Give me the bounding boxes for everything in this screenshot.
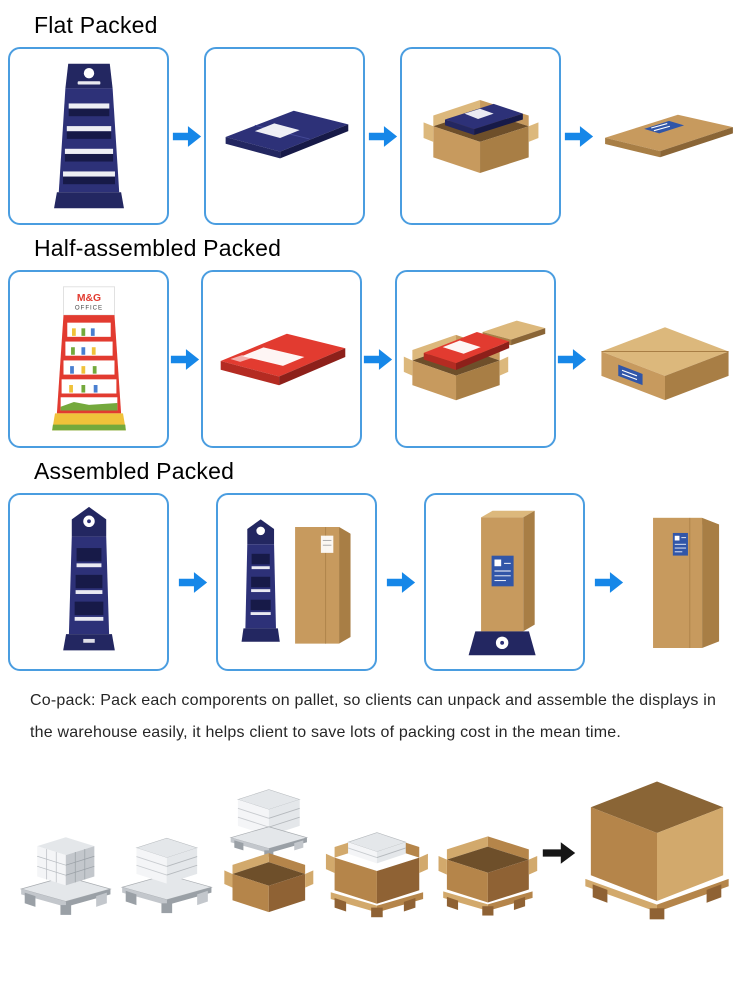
step-cell (588, 270, 742, 448)
closed-carton-illustration (601, 327, 729, 401)
right-arrow-icon (564, 125, 593, 147)
wrapped-flat-package-illustration (605, 114, 733, 158)
section-title-flat-packed: Flat Packed (34, 12, 158, 38)
step-cell (8, 493, 169, 671)
half-assembled-packed-row: M&G OFFICE (0, 270, 750, 448)
arrow-wrap (556, 347, 588, 372)
pallet-with-shelf-unit-illustration (19, 837, 112, 915)
right-arrow-icon (557, 348, 586, 370)
step-cell (216, 493, 377, 671)
packed-box-on-pallet-illustration (585, 781, 729, 920)
panels-in-open-carton-illustration (423, 99, 538, 173)
half-assembled-display-illustration: M&G OFFICE (51, 285, 126, 430)
copack-description: Co-pack: Pack each comporents on pallet,… (30, 685, 720, 749)
right-arrow-icon (594, 571, 623, 593)
step-cell (394, 270, 556, 448)
arrow-wrap (561, 124, 596, 149)
step-cell (400, 47, 561, 225)
mg-logo-text: M&G (76, 292, 100, 303)
boxed-display-with-label-illustration (468, 510, 536, 655)
section-title-assembled-packed: Assembled Packed (34, 458, 235, 484)
shrink-wrapped-flat-box-illustration (220, 333, 346, 386)
open-empty-box-illustration (438, 836, 538, 916)
copack-line-2: the warehouse easily, it helps client to… (30, 724, 622, 741)
step-cell (596, 47, 742, 225)
step-cell (632, 493, 742, 671)
step-cell (204, 47, 365, 225)
step-cell (201, 270, 363, 448)
right-arrow-icon (368, 125, 397, 147)
right-arrow-icon (171, 348, 200, 370)
arrow-wrap (362, 347, 394, 372)
flat-packed-row (0, 47, 750, 225)
right-arrow-icon (172, 125, 201, 147)
pallet-with-panel-stack-illustration (120, 837, 213, 914)
arrow-wrap (365, 124, 400, 149)
arrow-wrap (585, 570, 632, 595)
arrow-wrap (169, 124, 204, 149)
display-with-cover-box-illustration (241, 518, 351, 644)
right-arrow-icon (178, 571, 207, 593)
section-title-half-assembled-packed: Half-assembled Packed (34, 235, 282, 261)
assembled-display-illustration (62, 506, 115, 650)
copack-flow-row (0, 749, 750, 923)
panel-stack-over-open-box-illustration (224, 789, 314, 913)
right-arrow-icon (386, 571, 415, 593)
open-box-with-panels-illustration (325, 832, 428, 918)
tall-closed-carton-illustration (653, 517, 720, 649)
arrow-wrap (377, 570, 424, 595)
flat-display-stand-illustration (53, 63, 124, 208)
folded-flat-panels-illustration (225, 110, 348, 159)
black-right-arrow-icon (542, 842, 576, 864)
flat-box-into-carton-illustration (403, 320, 546, 400)
arrow-wrap (169, 570, 216, 595)
copack-line-1: Co-pack: Pack each comporents on pallet,… (30, 692, 717, 709)
assembled-packed-row (0, 493, 750, 671)
step-cell (8, 47, 169, 225)
mg-office-text: OFFICE (74, 304, 102, 311)
arrow-wrap (541, 840, 577, 871)
arrow-wrap (169, 347, 201, 372)
right-arrow-icon (364, 348, 393, 370)
step-cell (424, 493, 585, 671)
step-cell: M&G OFFICE (8, 270, 169, 448)
